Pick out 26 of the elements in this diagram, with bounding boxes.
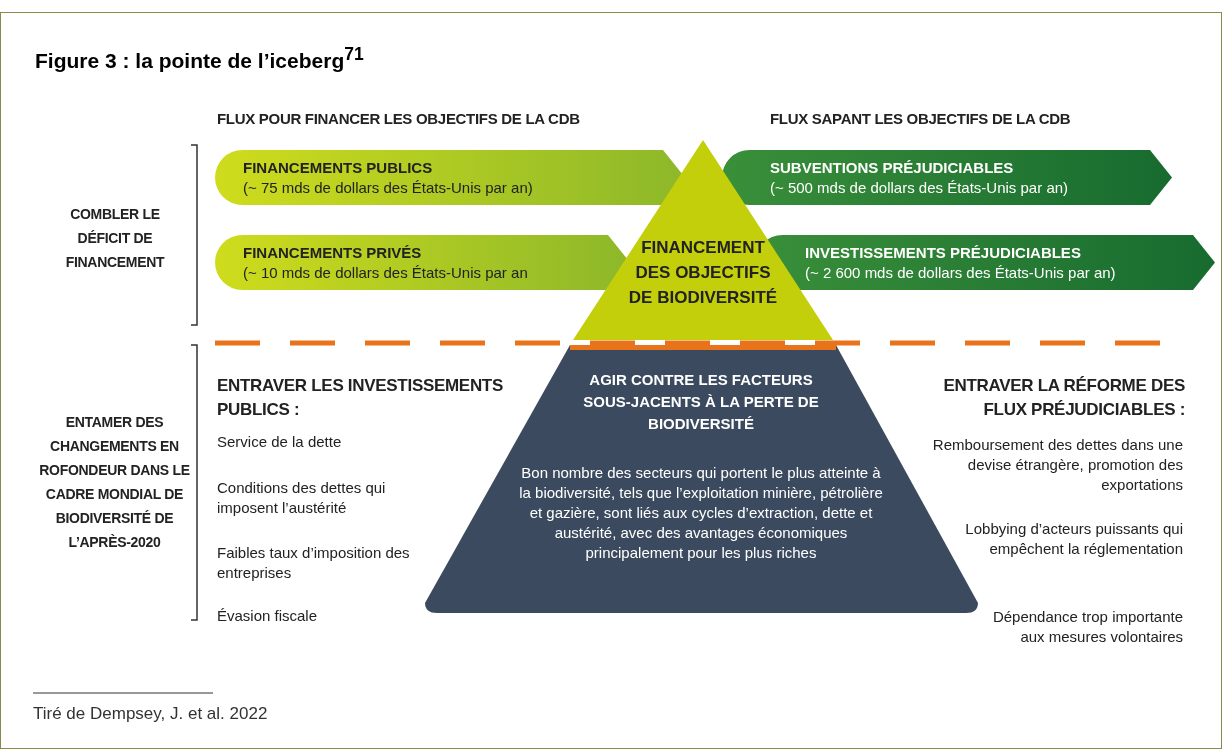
- banner-heading: SUBVENTIONS PRÉJUDICIABLES: [770, 159, 1014, 176]
- list-item: Conditions des dettes qui imposent l’austérité: [217, 478, 387, 518]
- column-heading: ENTRAVER LES INVESTISSEMENTS PUBLICS :: [217, 375, 504, 421]
- banner-text: (~ 2 600 mds de dollars des États-Unis par an): [805, 264, 1116, 281]
- banner-text: (~ 10 mds de dollars des États-Unis par an: [243, 264, 528, 281]
- banner-heading: FINANCEMENTS PUBLICS: [243, 159, 433, 176]
- banner-heading: FINANCEMENTS PRIVÉS: [243, 244, 422, 261]
- row-heading: ENTAMER DES CHANGEMENTS EN ROFONDEUR DANS LE CADRE MONDIAL DE BIODIVERSITÉ DE L’APRÈS-2020: [38, 413, 191, 552]
- figure-title: Figure 3 : la pointe de l’iceberg$^{71}$: [35, 44, 364, 73]
- list-item: Faibles taux d’imposition des entreprises: [217, 543, 411, 583]
- section-heading: FLUX SAPANT LES OBJECTIFS DE LA CDB: [770, 110, 1072, 127]
- section-heading: FLUX POUR FINANCER LES OBJECTIFS DE LA CDB: [217, 110, 581, 127]
- list-item: Remboursement des dettes dans une devise étrangère, promotion des exportations: [931, 435, 1183, 495]
- pyramid-heading: FINANCEMENT DES OBJECTIFS DE BIODIVERSITÉ: [628, 237, 778, 309]
- banner-text: (~ 75 mds de dollars des États-Unis par an): [243, 179, 533, 196]
- list-item: Lobbying d’acteurs puissants qui empêchent la réglementation: [964, 519, 1183, 559]
- pyramid-text: Bon nombre des secteurs qui portent le plus atteinte à la biodiversité, tels que l’exploitation minière, pétrolière et gazière, sont liés aux cycles d’extraction, dette et austérité, avec des avantages économiques principalement pour les plus riches: [518, 463, 884, 563]
- column-heading: ENTRAVER LA RÉFORME DES FLUX PRÉJUDICIABLES :: [942, 375, 1185, 421]
- banner-text: (~ 500 mds de dollars des États-Unis par an): [770, 179, 1069, 196]
- pyramid-heading: AGIR CONTRE LES FACTEURS SOUS-JACENTS À LA PERTE DE BIODIVERSITÉ: [582, 370, 820, 434]
- row-heading: COMBLER LE DÉFICIT DE FINANCEMENT: [64, 205, 166, 272]
- banner-heading: INVESTISSEMENTS PRÉJUDICIABLES: [805, 244, 1081, 261]
- list-item: Évasion fiscale: [217, 606, 319, 626]
- list-item: Dépendance trop importante aux mesures volontaires: [991, 607, 1183, 647]
- caption: Tiré de Dempsey, J. et al. 2022: [33, 704, 268, 724]
- list-item: Service de la dette: [217, 432, 343, 452]
